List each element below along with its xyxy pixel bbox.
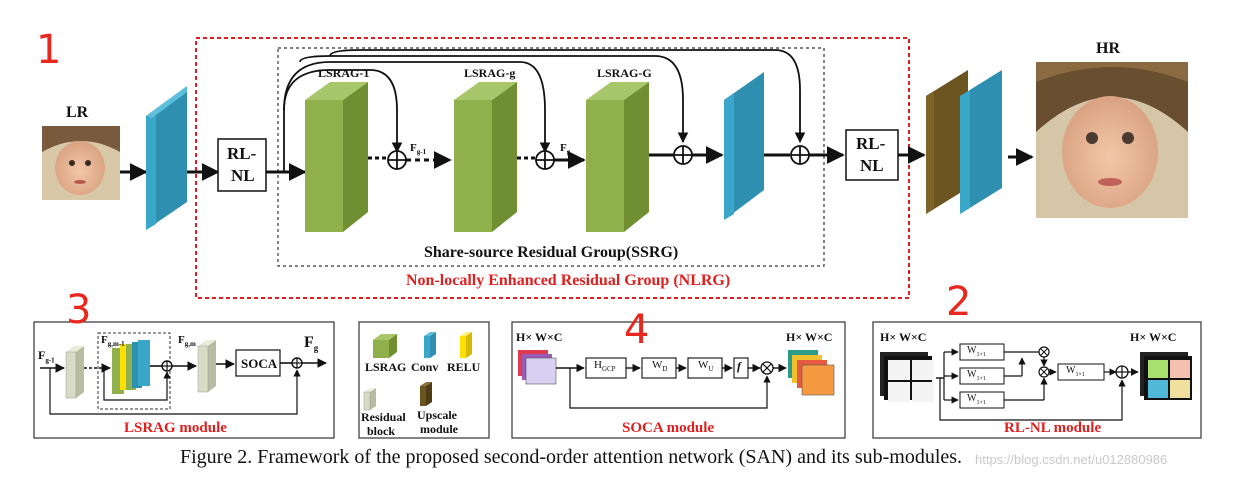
lr-image [42, 126, 120, 200]
marker-number-3: 3 [66, 287, 92, 333]
legend-upscale-label-2: module [420, 422, 459, 436]
legend-residual-swatch [363, 388, 376, 411]
legend-relu-label: RELU [447, 360, 481, 374]
fg-label: Fg [560, 142, 571, 157]
lsrag-residual-block-in [65, 346, 84, 399]
legend-conv-label: Conv [411, 360, 439, 374]
rlnl-multiply-node-2 [1038, 366, 1050, 378]
rlnl-input-tensor [880, 352, 934, 402]
marker-number-2: 2 [946, 279, 972, 325]
ssrg-box [277, 47, 825, 267]
rlnl-left-label-1: RL- [227, 144, 257, 163]
lsrag-G-label: LSRAG-G [597, 66, 652, 80]
soca-box [235, 349, 281, 377]
soca-multiply-node [760, 361, 774, 375]
soca-input-dim: H× W×C [516, 330, 563, 344]
rlnl-right-box [845, 129, 899, 181]
rlnl-multiply-node-1 [1038, 346, 1050, 358]
rlnl-output-tensor [1140, 352, 1192, 400]
watermark: https://blog.csdn.net/u012880986 [975, 452, 1168, 467]
sum-node-4 [790, 145, 810, 165]
nlrg-label: Non-locally Enhanced Residual Group (NLR… [406, 272, 731, 289]
marker-number-1: 1 [36, 27, 62, 73]
hgcp-label: HGCP [594, 359, 616, 374]
rlnl-output-dim: H× W×C [1130, 330, 1177, 344]
sum-node-2 [535, 150, 555, 170]
legend-residual-label-1: Residual [361, 410, 406, 424]
figure-caption: Figure 2. Framework of the proposed seco… [180, 446, 963, 468]
rlnl-left-box [217, 138, 267, 192]
rlnl-w2-label: W1×1 [967, 369, 986, 382]
legend-residual-label-2: block [367, 424, 396, 438]
hr-label: HR [1096, 40, 1120, 57]
rlnl-right-label-1: RL- [856, 134, 886, 153]
lsrag-module-title: LSRAG module [124, 420, 227, 436]
lsrag-g-block [454, 82, 517, 232]
wd-label: WD [652, 359, 668, 374]
marker-number-4: 4 [624, 307, 650, 353]
wu-label: WU [698, 359, 714, 374]
rlnl-sum-node [1115, 365, 1129, 379]
lsrag-residual-stack [112, 340, 150, 394]
soca-module-title: SOCA module [622, 420, 715, 436]
soca-output-dim: H× W×C [786, 330, 833, 344]
rlnl-right-label-2: NL [860, 156, 884, 175]
nlrg-box [195, 37, 910, 299]
soca-input-tensor [518, 350, 557, 385]
rlnl-w1-label: W1×1 [967, 345, 986, 358]
sum-node-3 [673, 145, 693, 165]
lsrag-mod-fg1-label: Fg-1 [38, 348, 55, 365]
reconstruction-conv-block [960, 70, 1002, 214]
rlnl-input-dim: H× W×C [880, 330, 927, 344]
hr-image [1036, 62, 1188, 218]
legend-conv-swatch [424, 332, 436, 358]
lsrag-g-label: LSRAG-g [464, 66, 516, 80]
lsrag-G-block [586, 82, 649, 232]
legend-lsrag-swatch [373, 334, 397, 358]
lsrag-1-block [305, 82, 368, 232]
upscale-block [926, 70, 968, 214]
lsrag-mod-fg-label: Fg [304, 334, 319, 354]
rlnl-w3-label: W1×1 [967, 393, 986, 406]
soca-output-tensor [788, 350, 835, 396]
soca-block-label: SOCA [241, 356, 278, 371]
rlnl-left-label-2: NL [231, 166, 255, 185]
legend-lsrag-label: LSRAG [365, 360, 407, 374]
lsrag-1-label: LSRAG-1 [318, 66, 370, 80]
sigmoid-label: f [737, 359, 741, 373]
lsrag-mod-fgm1-label: Fg,m-1 [101, 334, 125, 349]
shallow-conv-block [146, 86, 187, 230]
legend-upscale-label-1: Upscale [417, 408, 457, 422]
legend-relu-swatch [460, 332, 472, 358]
legend-upscale-swatch [420, 382, 432, 406]
lsrag-mod-fgm-label: Fg,m [178, 334, 196, 349]
rlnl-w4-label: W1×1 [1066, 365, 1085, 378]
ssrg-label: Share-source Residual Group(SSRG) [424, 244, 679, 261]
soca-module-box [511, 321, 846, 439]
ssrg-conv-block [724, 72, 764, 220]
lsrag-residual-block-out [197, 340, 216, 393]
lr-label: LR [66, 104, 89, 121]
rlnl-module-title: RL-NL module [1004, 420, 1102, 436]
sum-node-1 [387, 150, 407, 170]
lsrag-inner-dashed [97, 332, 171, 410]
fg1-label: Fg-1 [410, 142, 427, 157]
